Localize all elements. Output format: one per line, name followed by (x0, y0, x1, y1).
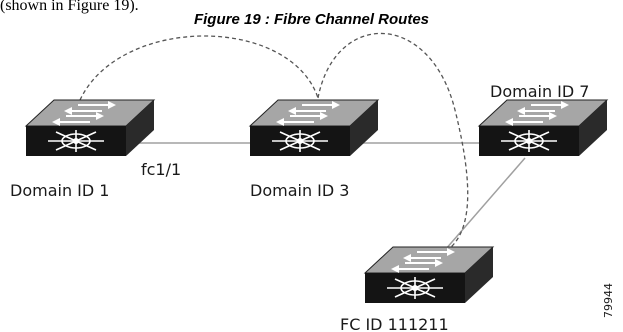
label-domain-3: Domain ID 3 (250, 181, 349, 200)
route-domain1-domain3 (79, 35, 319, 101)
label-domain-7: Domain ID 7 (490, 82, 589, 101)
link-domain7-fcid (444, 157, 526, 251)
figure-caption: Figure 19 : Fibre Channel Routes (193, 11, 430, 28)
switch-domain-3 (249, 99, 379, 157)
label-port-fc1-1: fc1/1 (141, 160, 181, 179)
route-domain3-fcid (317, 32, 469, 249)
label-fc-id: FC ID 111211 (340, 315, 449, 332)
label-domain-1: Domain ID 1 (10, 181, 109, 200)
top-text-fragment: (shown in Figure 19). (0, 0, 139, 14)
links-group (126, 142, 526, 251)
switch-domain-7 (478, 99, 608, 157)
figure-number: 79944 (602, 283, 615, 318)
routes-group (79, 32, 469, 249)
switch-fc-id (364, 246, 494, 304)
switch-domain-1 (25, 99, 155, 157)
